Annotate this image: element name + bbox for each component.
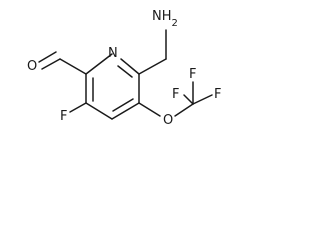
cf3-fluorine-left-label: F [172,87,179,102]
ether-oxygen-label: O [163,113,173,128]
bond-cf3-f-right [192,94,213,105]
molecule-structure: NH2 N O F O F F F [27,9,221,128]
bond-n-c2 [85,53,113,75]
bond-c6-ch2 [138,58,167,75]
bond-c3-f [69,102,87,113]
bond-c6-n [120,58,140,75]
pyridine-ring [85,53,140,120]
bond-cho-o-double [38,51,57,63]
bond-cho-o [41,58,61,70]
bond-c2-cho [59,58,87,75]
cf3-fluorine-right-label: F [214,87,221,102]
bond-c6-n-double [117,65,133,78]
amine-label: NH2 [152,9,178,29]
fluoro-label: F [60,109,67,124]
bond-c4-c5-double [112,98,134,112]
bond-cf3-f-left [183,94,194,105]
aldehyde-oxygen-label: O [27,59,37,74]
ring-nitrogen-label: N [108,46,118,61]
bond-c5-o [138,102,161,117]
bond-c4-c5 [111,102,140,120]
bond-o-cf3 [174,103,194,117]
cf3-fluorine-top-label: F [189,67,196,82]
bond-c3-c4 [85,102,113,120]
